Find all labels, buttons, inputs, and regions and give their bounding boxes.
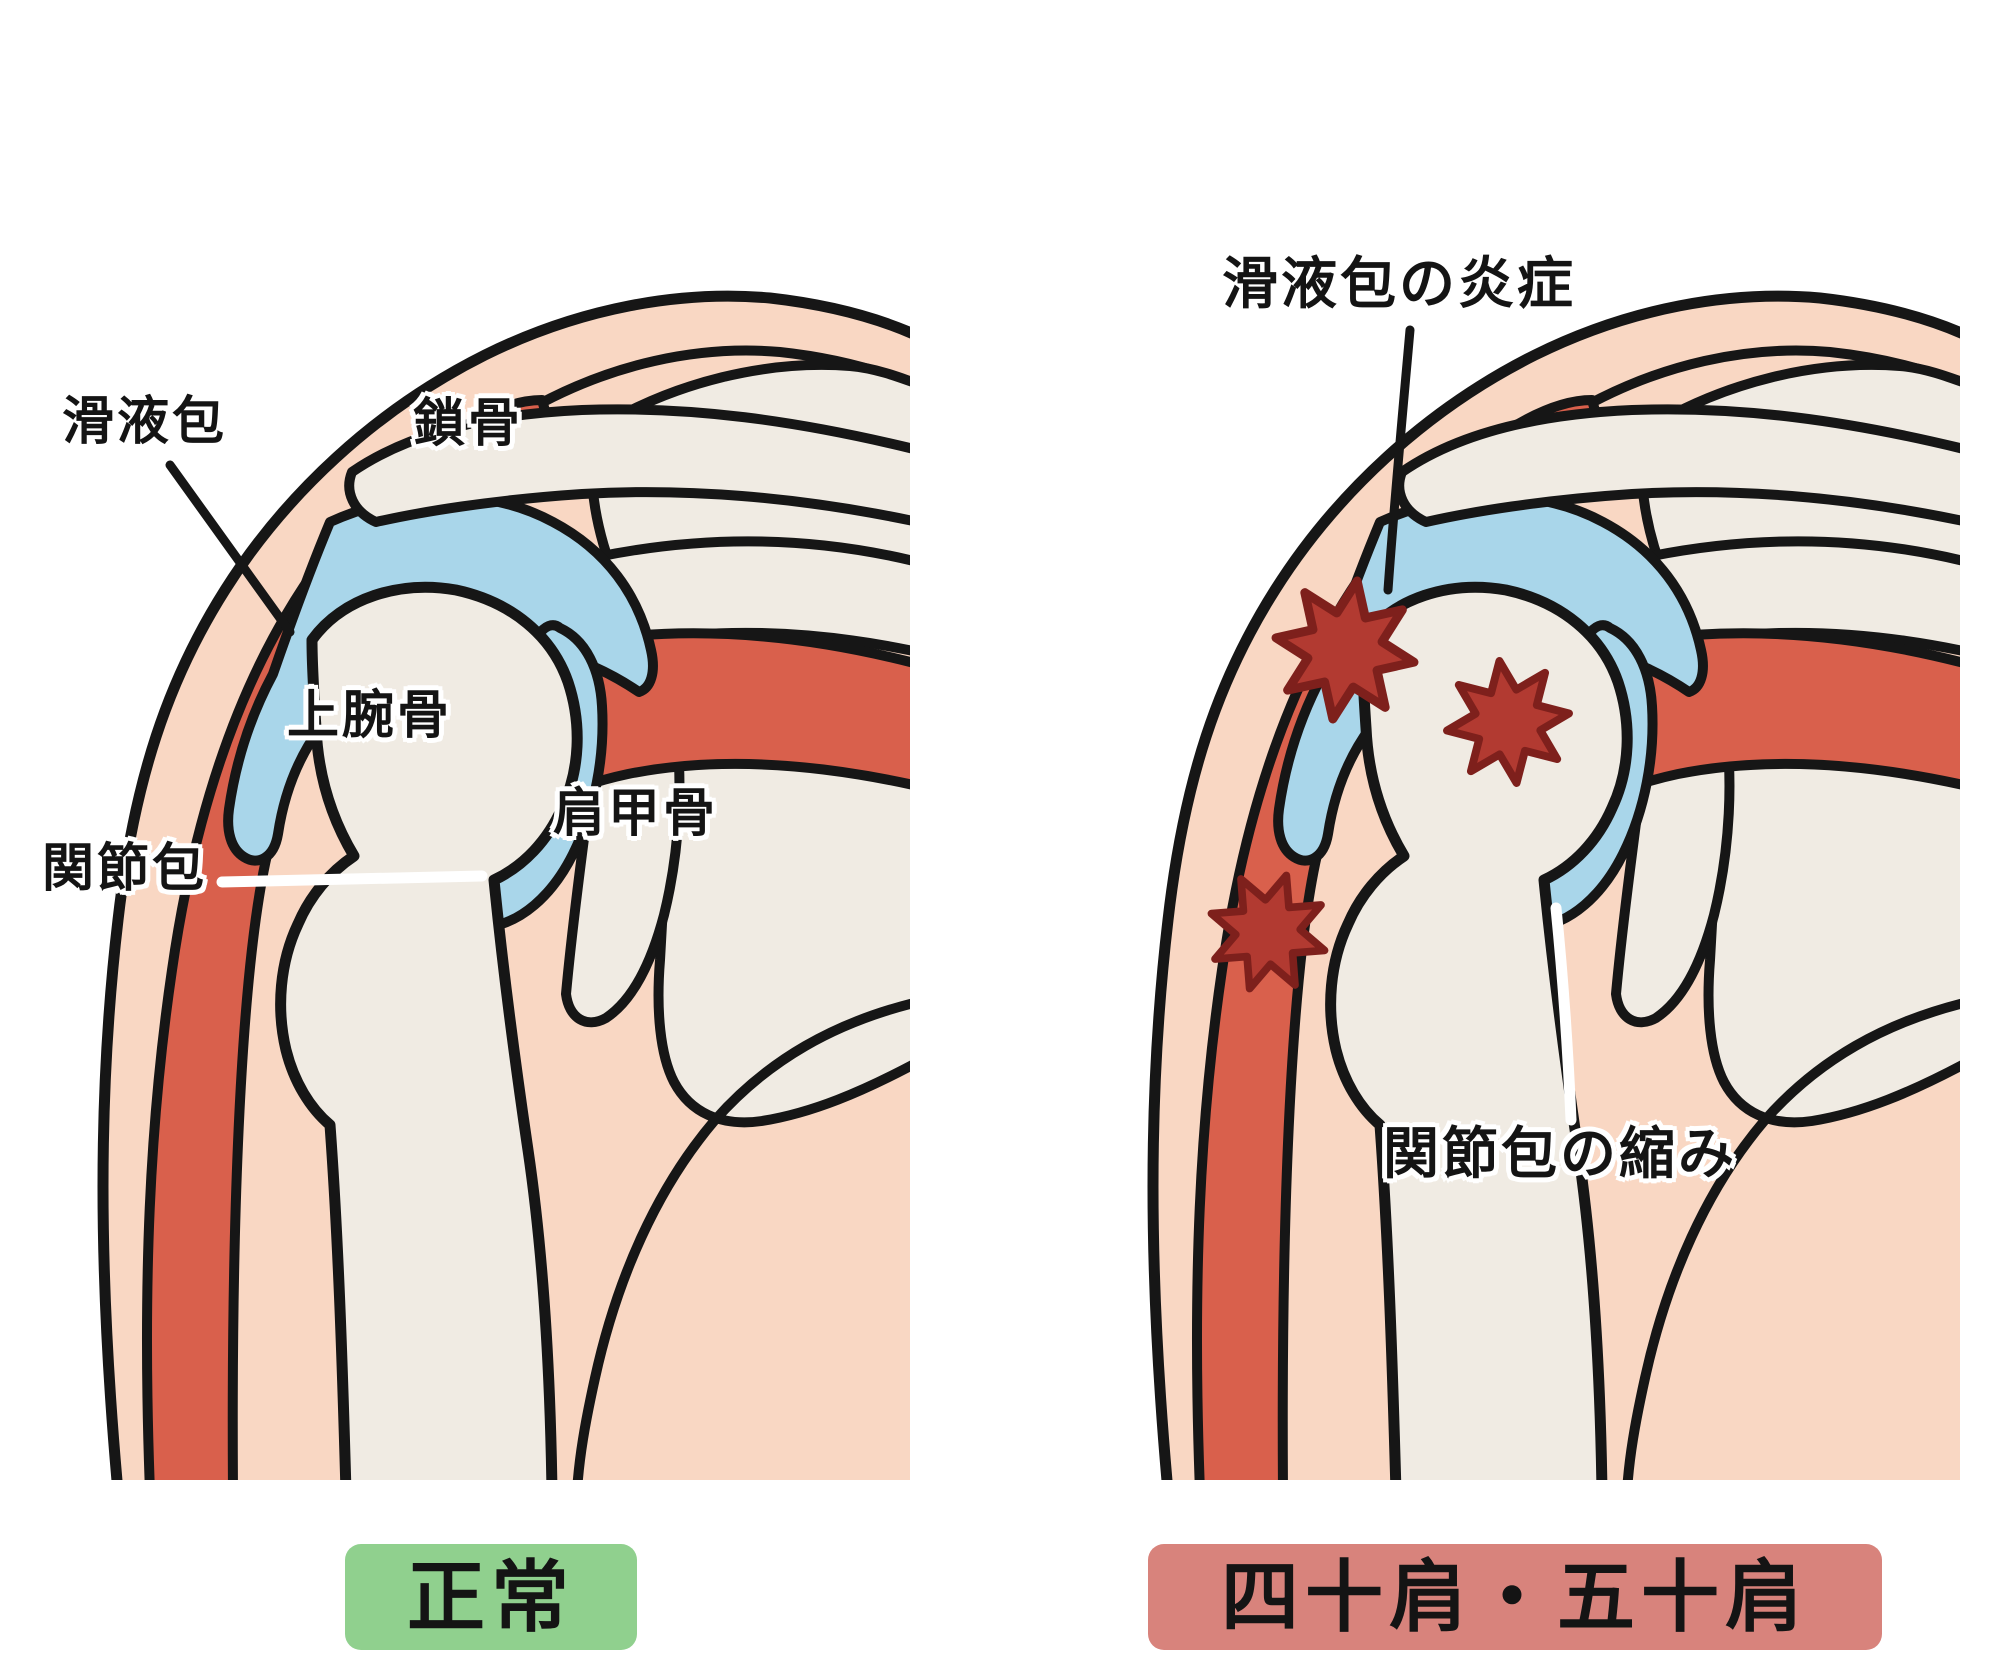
- label-scapula: 肩甲骨: [553, 785, 719, 843]
- normal-shoulder-illustration: [97, 290, 910, 1480]
- label-humerus: 上腕骨: [287, 687, 453, 745]
- label-bursa: 滑液包: [62, 393, 228, 451]
- chest-fold-line: [572, 998, 910, 1480]
- label-bursa-inflammation: 滑液包の炎症: [1222, 252, 1576, 315]
- inflammation-star: [1271, 576, 1419, 724]
- capsule-shrink-leader-line: [1550, 902, 1577, 1126]
- shoulder-anatomy-group: [97, 290, 910, 1480]
- caption-normal: 正常: [345, 1544, 637, 1650]
- label-joint-capsule: 関節包: [42, 840, 208, 898]
- inflammation-marks: [1207, 576, 1573, 993]
- frozen-shoulder-illustration: [1140, 260, 1960, 1480]
- clavicle-bone: [344, 404, 910, 527]
- label-clavicle: 鎖骨: [413, 395, 524, 453]
- inflammation-star: [1443, 657, 1573, 787]
- bursa-leader-line: [165, 460, 295, 637]
- joint-capsule-leader-line: [216, 870, 488, 888]
- bursa-inflammation-leader-line: [1383, 325, 1415, 595]
- label-capsule-shrink: 関節包の縮み: [1383, 1122, 1737, 1185]
- inflammation-star: [1207, 871, 1329, 993]
- caption-frozen: 四十肩・五十肩: [1148, 1544, 1882, 1650]
